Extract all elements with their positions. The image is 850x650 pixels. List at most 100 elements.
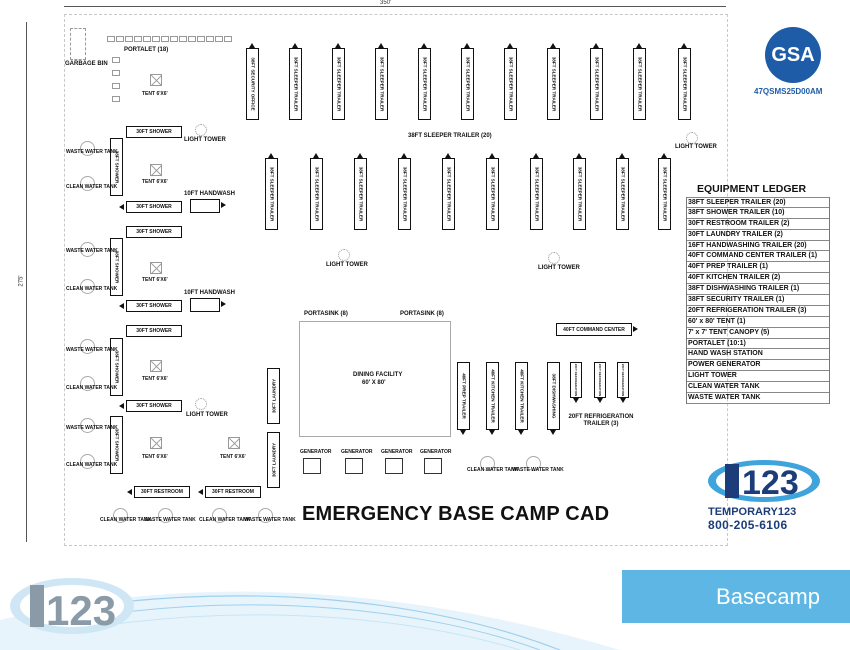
ledger-row: 40FT PREP TRAILER (1): [687, 262, 829, 274]
clean-water-tank-label: CLEAN WATER TANK: [66, 286, 118, 292]
generator: [345, 458, 363, 474]
ledger-row: 30FT RESTROOM TRAILER (2): [687, 219, 829, 230]
portalet: [152, 36, 160, 42]
security-office-trailer: 38FT SECURITY OFFICE: [246, 43, 259, 120]
dishwashing-trailer: 38FT DISHWASHING: [547, 362, 560, 435]
ledger-row: 60' x 80' TENT (1): [687, 317, 829, 328]
tent: [150, 262, 162, 274]
ledger-row: HAND WASH STATION: [687, 349, 829, 361]
kitchen-trailer: 40FT KITCHEN TRAILER: [486, 362, 499, 435]
light-tower-label: LIGHT TOWER: [675, 144, 717, 150]
refrigeration-group-label: 20FT REFRIGERATION TRAILER (3): [568, 414, 634, 427]
generator: [424, 458, 442, 474]
waste-water-tank-label: WASTE WATER TANK: [512, 467, 564, 473]
restroom-trailer: 30FT RESTROOM: [205, 486, 261, 498]
waste-water-tank-label: WASTE WATER TANK: [144, 517, 196, 523]
sleeper-trailer: 38FT SLEEPER TRAILER: [332, 43, 345, 120]
sleeper-trailer: 38FT SLEEPER TRAILER: [310, 153, 323, 230]
tent: [150, 74, 162, 86]
sleeper-trailer: 38FT SLEEPER TRAILER: [375, 43, 388, 120]
clean-water-tank: [212, 508, 227, 523]
waste-water-tank-label: WASTE WATER TANK: [66, 425, 118, 431]
generator: [385, 458, 403, 474]
site-boundary: [64, 14, 728, 546]
ledger-row: 7' x 7' TENT CANOPY (5): [687, 328, 829, 339]
garbage-bin: [70, 28, 86, 60]
hitch-arrow: [127, 489, 132, 495]
sleeper-trailer: 38FT SLEEPER TRAILER: [633, 43, 646, 120]
gsa-logo: GSA: [765, 27, 821, 83]
hitch-arrow: [198, 489, 203, 495]
portalet: [112, 70, 120, 76]
portalet: [143, 36, 151, 42]
sleeper-trailer: 38FT SLEEPER TRAILER: [289, 43, 302, 120]
shower-trailer-30ft: 30FT SHOWER: [126, 325, 182, 337]
tent: [228, 437, 240, 449]
tent-label: TENT 6'X6': [142, 376, 168, 382]
portalet: [206, 36, 214, 42]
sleeper-trailer: 38FT SLEEPER TRAILER: [504, 43, 517, 120]
sleeper-trailer: 38FT SLEEPER TRAILER: [265, 153, 278, 230]
ledger-row: POWER GENERATOR: [687, 360, 829, 372]
portalet: [161, 36, 169, 42]
sleeper-trailer: 38FT SLEEPER TRAILER: [418, 43, 431, 120]
ledger-row: 38FT SECURITY TRAILER (1): [687, 295, 829, 306]
clean-water-tank: [480, 456, 495, 471]
clean-water-tank: [80, 176, 95, 191]
light-tower-label: LIGHT TOWER: [184, 137, 226, 143]
shower-trailer-38ft: 38FT SHOWER: [110, 416, 123, 474]
waste-water-tank: [80, 242, 95, 257]
laundry-trailer: 30FT LAUNDRY: [267, 368, 280, 424]
portalet: [197, 36, 205, 42]
sleeper-trailer: 38FT SLEEPER TRAILER: [616, 153, 629, 230]
sleeper-trailer: 38FT SLEEPER TRAILER: [658, 153, 671, 230]
light-tower: [195, 398, 207, 410]
tent-label: TENT 6'X6': [142, 454, 168, 460]
handwash-trailer: [190, 298, 220, 312]
refrigeration-trailer: 20FT REFRIGERATION: [594, 362, 606, 403]
kitchen-trailer: 40FT KITCHEN TRAILER: [515, 362, 528, 435]
portalet: [116, 36, 124, 42]
hitch-arrow: [119, 204, 124, 210]
tent: [150, 360, 162, 372]
light-tower-label: LIGHT TOWER: [326, 262, 368, 268]
ledger-row: LIGHT TOWER: [687, 371, 829, 383]
sleeper-trailer: 38FT SLEEPER TRAILER: [678, 43, 691, 120]
handwash-label: 10FT HANDWASH: [184, 191, 236, 197]
ledger-title: EQUIPMENT LEDGER: [697, 183, 807, 195]
dining-size-label: 60' X 80': [362, 380, 386, 386]
page-title: EMERGENCY BASE CAMP CAD: [302, 503, 610, 525]
light-tower: [195, 124, 207, 136]
waste-water-tank-label: WASTE WATER TANK: [66, 149, 118, 155]
portalet: [179, 36, 187, 42]
waste-water-tank: [80, 141, 95, 156]
waste-water-tank-label: WASTE WATER TANK: [66, 248, 118, 254]
ledger-row: 20FT REFRIGERATION TRAILER (3): [687, 306, 829, 317]
ledger-row: 40FT KITCHEN TRAILER (2): [687, 273, 829, 285]
clean-water-tank-label: CLEAN WATER TANK: [66, 462, 118, 468]
sleeper-trailer: 38FT SLEEPER TRAILER: [442, 153, 455, 230]
hitch-arrow: [221, 301, 226, 307]
light-tower: [338, 249, 350, 261]
company-name: TEMPORARY123: [708, 506, 797, 518]
portasink-label: PORTASINK (8): [400, 311, 444, 317]
waste-water-tank-label: WASTE WATER TANK: [66, 347, 118, 353]
hitch-arrow: [119, 403, 124, 409]
generator-label: GENERATOR: [341, 449, 373, 455]
tent-label: TENT 6'X6': [142, 277, 168, 283]
light-tower: [548, 252, 560, 264]
sleeper-trailer: 38FT SLEEPER TRAILER: [573, 153, 586, 230]
light-tower: [686, 132, 698, 144]
shower-trailer-38ft: 38FT SHOWER: [110, 338, 123, 396]
tent-label: TENT 6'X6': [142, 179, 168, 185]
dining-label: DINING FACILITY: [353, 372, 403, 378]
hitch-arrow: [119, 303, 124, 309]
portalet: [224, 36, 232, 42]
refrigeration-trailer: 20FT REFRIGERATION: [570, 362, 582, 403]
shower-trailer-30ft: 30FT SHOWER: [126, 400, 182, 412]
tent-label: TENT 6'X6': [142, 91, 168, 97]
waste-water-tank: [158, 508, 173, 523]
tent: [150, 164, 162, 176]
basecamp-banner: Basecamp: [622, 570, 850, 623]
portalet: [107, 36, 115, 42]
